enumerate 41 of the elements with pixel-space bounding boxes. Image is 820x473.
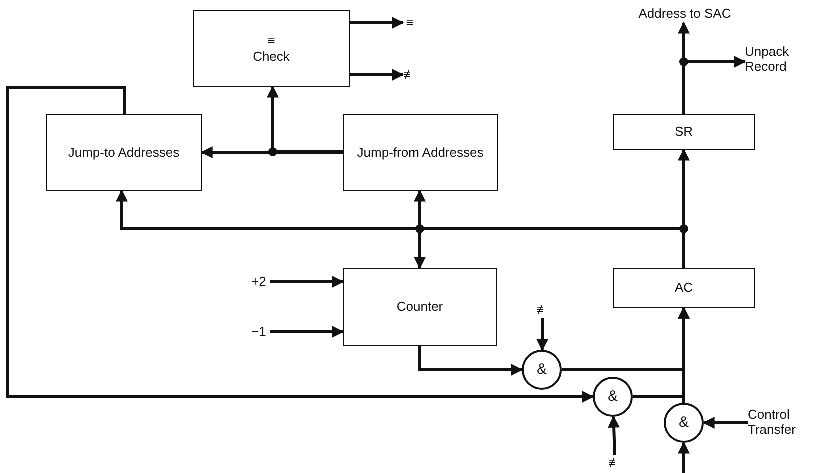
process-box [46, 114, 202, 191]
arrow [536, 318, 549, 352]
process-box [193, 10, 350, 87]
process-box [343, 114, 498, 191]
gate-symbol: & [608, 388, 618, 406]
arrow [608, 416, 620, 456]
box-label: Jump-from Addresses [357, 144, 484, 160]
process-box [343, 268, 497, 346]
output-label: Unpack Record [745, 42, 811, 78]
signal-label: ≢ [536, 302, 550, 318]
arrow [350, 69, 404, 81]
arrow [270, 276, 344, 288]
output-label: Address to SAC [630, 5, 740, 23]
signal-label: ≢ [403, 67, 417, 83]
arrow [267, 86, 343, 154]
and-gate [664, 403, 704, 443]
arrow [200, 146, 343, 158]
box-label: Check [253, 48, 290, 64]
input-label: Control Transfer [748, 403, 816, 443]
signal-label: ≡ [403, 15, 417, 31]
symbol-label: ≡ [268, 32, 276, 48]
register-box [613, 114, 755, 150]
arrow [678, 306, 690, 403]
gate-symbol: & [678, 414, 689, 432]
arrow [418, 346, 524, 376]
arrow [350, 17, 404, 29]
box-label: Jump-to Addresses [68, 144, 180, 160]
and-gate [593, 377, 633, 417]
arrow [678, 442, 690, 473]
register-box [613, 268, 755, 308]
arrow [6, 86, 594, 403]
box-label: SR [674, 124, 694, 140]
and-gate [522, 350, 562, 390]
input-label: −1 [248, 323, 270, 341]
box-label: Counter [396, 299, 444, 315]
signal-label: ≢ [608, 455, 622, 471]
arrow [270, 326, 344, 338]
arrow [702, 417, 748, 429]
input-label: +2 [248, 273, 270, 291]
box-label: AC [674, 280, 694, 296]
gate-symbol: & [536, 361, 547, 379]
